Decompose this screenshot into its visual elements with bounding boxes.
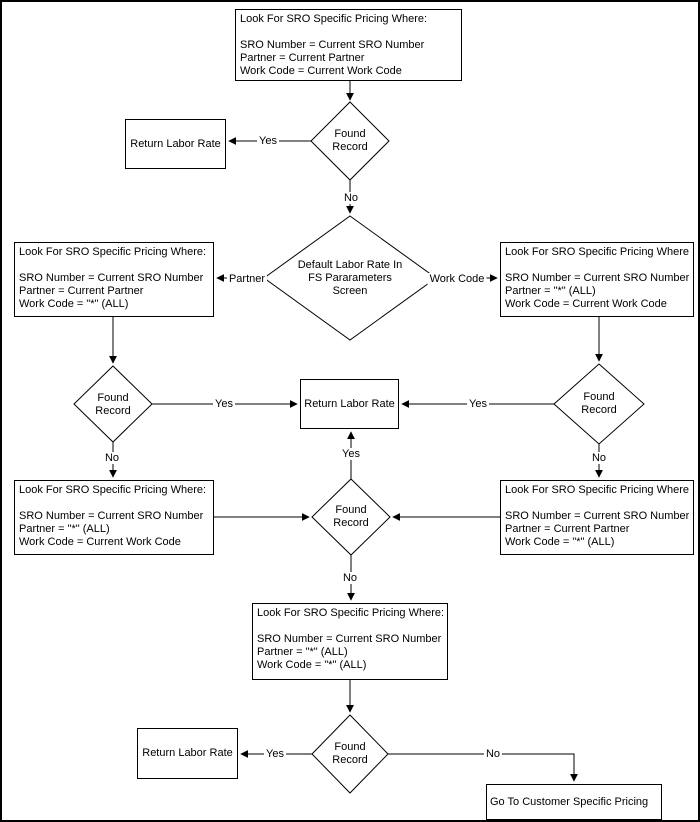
text-line: Record [332,754,368,766]
text-line: Work Code = Current Work Code [240,65,402,77]
edge-label-no: No [589,452,609,464]
text-line: Found [334,128,366,140]
text-line: Record [581,404,617,416]
text-line: Partner = Current Partner [19,285,144,297]
process-lookup-top: Look For SRO Specific Pricing Where: SRO… [235,9,462,81]
decision-text-found-record-1: Found Record [310,128,390,154]
text-line: Look For SRO Specific Pricing Where: [240,13,428,25]
text-line: Work Code = Current Work Code [19,536,181,548]
terminal-return-labor-rate-1: Return Labor Rate [125,119,226,169]
text-line: Work Code = "*" (ALL) [257,659,367,671]
text-line: Found [97,392,129,404]
edge-label-work-code: Work Code [427,273,487,285]
text-line: Partner = "*" (ALL) [257,646,348,658]
decision-default-labor-rate [263,215,437,341]
terminal-label: Return Labor Rate [130,137,221,150]
text-line: Look For SRO Specific Pricing Where: [257,607,443,619]
text-line [257,620,443,633]
text-line: Work Code = "*" (ALL) [19,298,129,310]
decision-found-record-1 [310,101,390,181]
terminal-goto-customer-specific-pricing: Go To Customer Specific Pricing [486,784,662,820]
text-line: Look For SRO Specific Pricing Where: [505,484,689,496]
edge-label-no: No [341,192,361,204]
terminal-return-labor-rate-center: Return Labor Rate [300,379,399,429]
text-line [505,259,689,272]
text-line: SRO Number = Current SRO Number [505,272,689,284]
text-line: SRO Number = Current SRO Number [505,510,689,522]
text-line: Look For SRO Specific Pricing Where: [19,484,207,496]
process-lookup-all-wildcards: Look For SRO Specific Pricing Where: SRO… [252,603,448,680]
process-lookup-workcode-branch: Look For SRO Specific Pricing Where: SRO… [500,242,694,317]
text-line: Found [583,391,615,403]
text-line: Partner = Current Partner [240,52,365,64]
terminal-label: Go To Customer Specific Pricing [490,795,649,808]
text-line: FS Pararameters [308,272,392,284]
edge-label-yes: Yes [340,448,362,460]
process-lookup-partner-branch: Look For SRO Specific Pricing Where: SRO… [14,242,214,317]
decision-text-found-record-center: Found Record [311,504,391,530]
decision-text-found-record-final: Found Record [310,741,390,767]
edge-label-yes: Yes [257,135,279,147]
text-line [19,259,209,272]
terminal-return-labor-rate-bottom: Return Labor Rate [137,728,238,779]
decision-text-found-record-left: Found Record [73,392,153,418]
process-lookup-left-fallback: Look For SRO Specific Pricing Where: SRO… [14,480,214,555]
decision-found-record-final [311,714,389,794]
text-line: SRO Number = Current SRO Number [257,633,442,645]
text-line: Record [332,141,368,153]
text-line: Partner = "*" (ALL) [19,523,110,535]
decision-text-found-record-right: Found Record [559,391,639,417]
text-line [240,26,457,39]
decision-found-record-right [553,363,645,445]
text-line: SRO Number = Current SRO Number [240,39,425,51]
text-line: Default Labor Rate In [297,259,403,271]
edge-label-no: No [102,452,122,464]
text-line: Found [335,504,367,516]
decision-found-record-center [311,478,391,556]
edge-label-no: No [340,572,360,584]
text-line: Work Code = "*" (ALL) [505,536,615,548]
process-lookup-right-fallback: Look For SRO Specific Pricing Where: SRO… [500,480,694,555]
text-line: Look For SRO Specific Pricing Where: [505,246,689,258]
text-line: Found [334,741,366,753]
edge-label-partner: Partner [226,273,268,285]
text-line: Work Code = Current Work Code [505,298,667,310]
decision-text-default-labor-rate: Default Labor Rate In FS Pararameters Sc… [285,259,415,298]
terminal-label: Return Labor Rate [142,747,233,759]
text-line [505,497,689,510]
edge-found5-no [388,753,578,782]
text-line [19,497,209,510]
text-line: SRO Number = Current SRO Number [19,272,204,284]
text-line: Partner = Current Partner [505,523,630,535]
edge-label-yes: Yes [213,398,235,410]
text-line: Screen [332,285,368,297]
edge-label-yes: Yes [467,398,489,410]
text-line: Record [95,405,131,417]
decision-found-record-left [73,365,153,443]
terminal-label: Return Labor Rate [304,397,395,410]
text-line: Record [333,517,369,529]
text-line: SRO Number = Current SRO Number [19,510,204,522]
edge-label-no: No [483,748,503,760]
text-line: Partner = "*" (ALL) [505,285,596,297]
text-line: Look For SRO Specific Pricing Where: [19,246,207,258]
edge-label-yes: Yes [264,748,286,760]
